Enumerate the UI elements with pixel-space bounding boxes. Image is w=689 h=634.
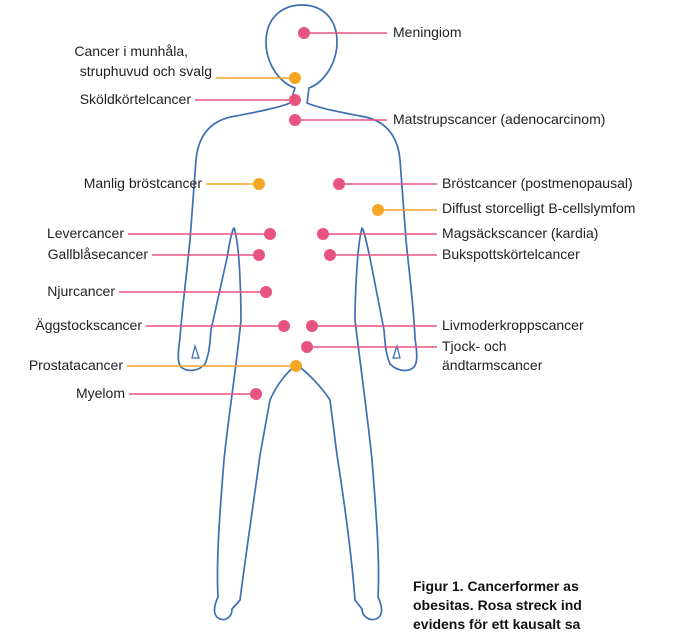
dot-gallblasa bbox=[253, 249, 265, 261]
label-diffust-lymfom: Diffust storcelligt B-cellslymfom bbox=[442, 200, 635, 217]
dot-manlig-brost bbox=[253, 178, 265, 190]
label-magsackscancer: Magsäckscancer (kardia) bbox=[442, 225, 598, 242]
label-munhala-line2: struphuvud och svalg bbox=[80, 63, 212, 80]
label-meningiom: Meningiom bbox=[393, 24, 461, 41]
label-livmoderkroppscancer: Livmoderkroppscancer bbox=[442, 317, 584, 334]
caption-line-2: obesitas. Rosa streck ind bbox=[413, 596, 689, 615]
caption-line-1: Figur 1. Cancerformer as bbox=[413, 577, 689, 596]
label-bukspottskortelcancer: Bukspottskörtelcancer bbox=[442, 246, 580, 263]
dot-meningiom bbox=[298, 27, 310, 39]
dot-lever bbox=[264, 228, 276, 240]
dot-magsack bbox=[317, 228, 329, 240]
figure-caption: Figur 1. Cancerformer as obesitas. Rosa … bbox=[413, 577, 689, 634]
label-tjock-line2: ändtarmscancer bbox=[442, 357, 542, 374]
label-skoldkortelcancer: Sköldkörtelcancer bbox=[80, 91, 191, 108]
label-prostatacancer: Prostatacancer bbox=[29, 357, 123, 374]
dot-diffust bbox=[372, 204, 384, 216]
label-levercancer: Levercancer bbox=[47, 225, 124, 242]
dot-matstrup bbox=[289, 114, 301, 126]
label-njurcancer: Njurcancer bbox=[47, 283, 115, 300]
dot-skold bbox=[289, 94, 301, 106]
dot-brost bbox=[333, 178, 345, 190]
caption-line-3: evidens för ett kausalt sa bbox=[413, 615, 689, 634]
label-matstrupscancer: Matstrupscancer (adenocarcinom) bbox=[393, 111, 605, 128]
label-gallblasecancer: Gallblåsecancer bbox=[48, 246, 148, 263]
label-myelom: Myelom bbox=[76, 385, 125, 402]
dot-aggstock bbox=[278, 320, 290, 332]
right-hand-mark bbox=[393, 346, 400, 358]
label-brostcancer: Bröstcancer (postmenopausal) bbox=[442, 175, 633, 192]
label-munhala-line1: Cancer i munhåla, bbox=[74, 43, 188, 60]
dot-tjock bbox=[301, 341, 313, 353]
dot-myelom bbox=[250, 388, 262, 400]
dot-bukspott bbox=[324, 249, 336, 261]
label-aggstockscancer: Äggstockscancer bbox=[35, 317, 142, 334]
dot-prostata bbox=[290, 360, 302, 372]
dot-livmoder bbox=[306, 320, 318, 332]
dot-njur bbox=[260, 286, 272, 298]
dot-mun bbox=[289, 72, 301, 84]
left-hand-mark bbox=[192, 346, 199, 358]
label-manlig-brostcancer: Manlig bröstcancer bbox=[84, 175, 202, 192]
label-tjock-line1: Tjock- och bbox=[442, 338, 507, 355]
